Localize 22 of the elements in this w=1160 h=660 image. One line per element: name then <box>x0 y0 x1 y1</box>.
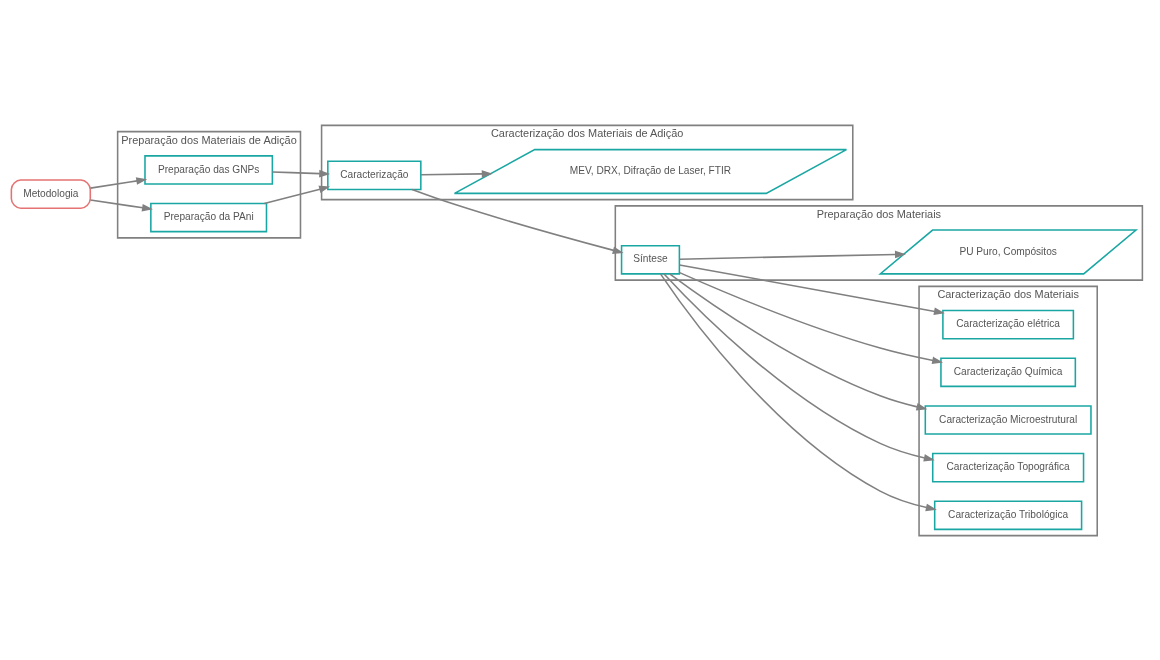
arrow <box>411 188 624 254</box>
node-box: Caracterização Topográfica <box>931 452 1085 482</box>
arrow <box>271 169 331 177</box>
node-box: Caracterização elétrica <box>942 309 1075 339</box>
node-box: Síntese <box>620 244 681 275</box>
arrow <box>89 198 153 211</box>
arrow <box>420 169 493 178</box>
arrow <box>263 185 331 204</box>
arrow <box>669 272 928 410</box>
arrow <box>678 263 945 315</box>
arrow <box>678 250 906 260</box>
node-box: Caracterização Química <box>940 356 1077 387</box>
node-box: Caracterização <box>327 160 422 190</box>
arrow <box>678 271 944 364</box>
arrow <box>89 176 148 189</box>
node-box: Preparação das GNPs <box>144 154 274 185</box>
node-box: Caracterização Tribológica <box>933 499 1083 530</box>
arrow <box>659 272 937 511</box>
node-box: Caracterização Microestrutural <box>924 404 1092 435</box>
node-box: Preparação da PAni <box>150 202 268 232</box>
arrow <box>663 272 935 462</box>
node-box: Metodologia <box>10 178 92 209</box>
